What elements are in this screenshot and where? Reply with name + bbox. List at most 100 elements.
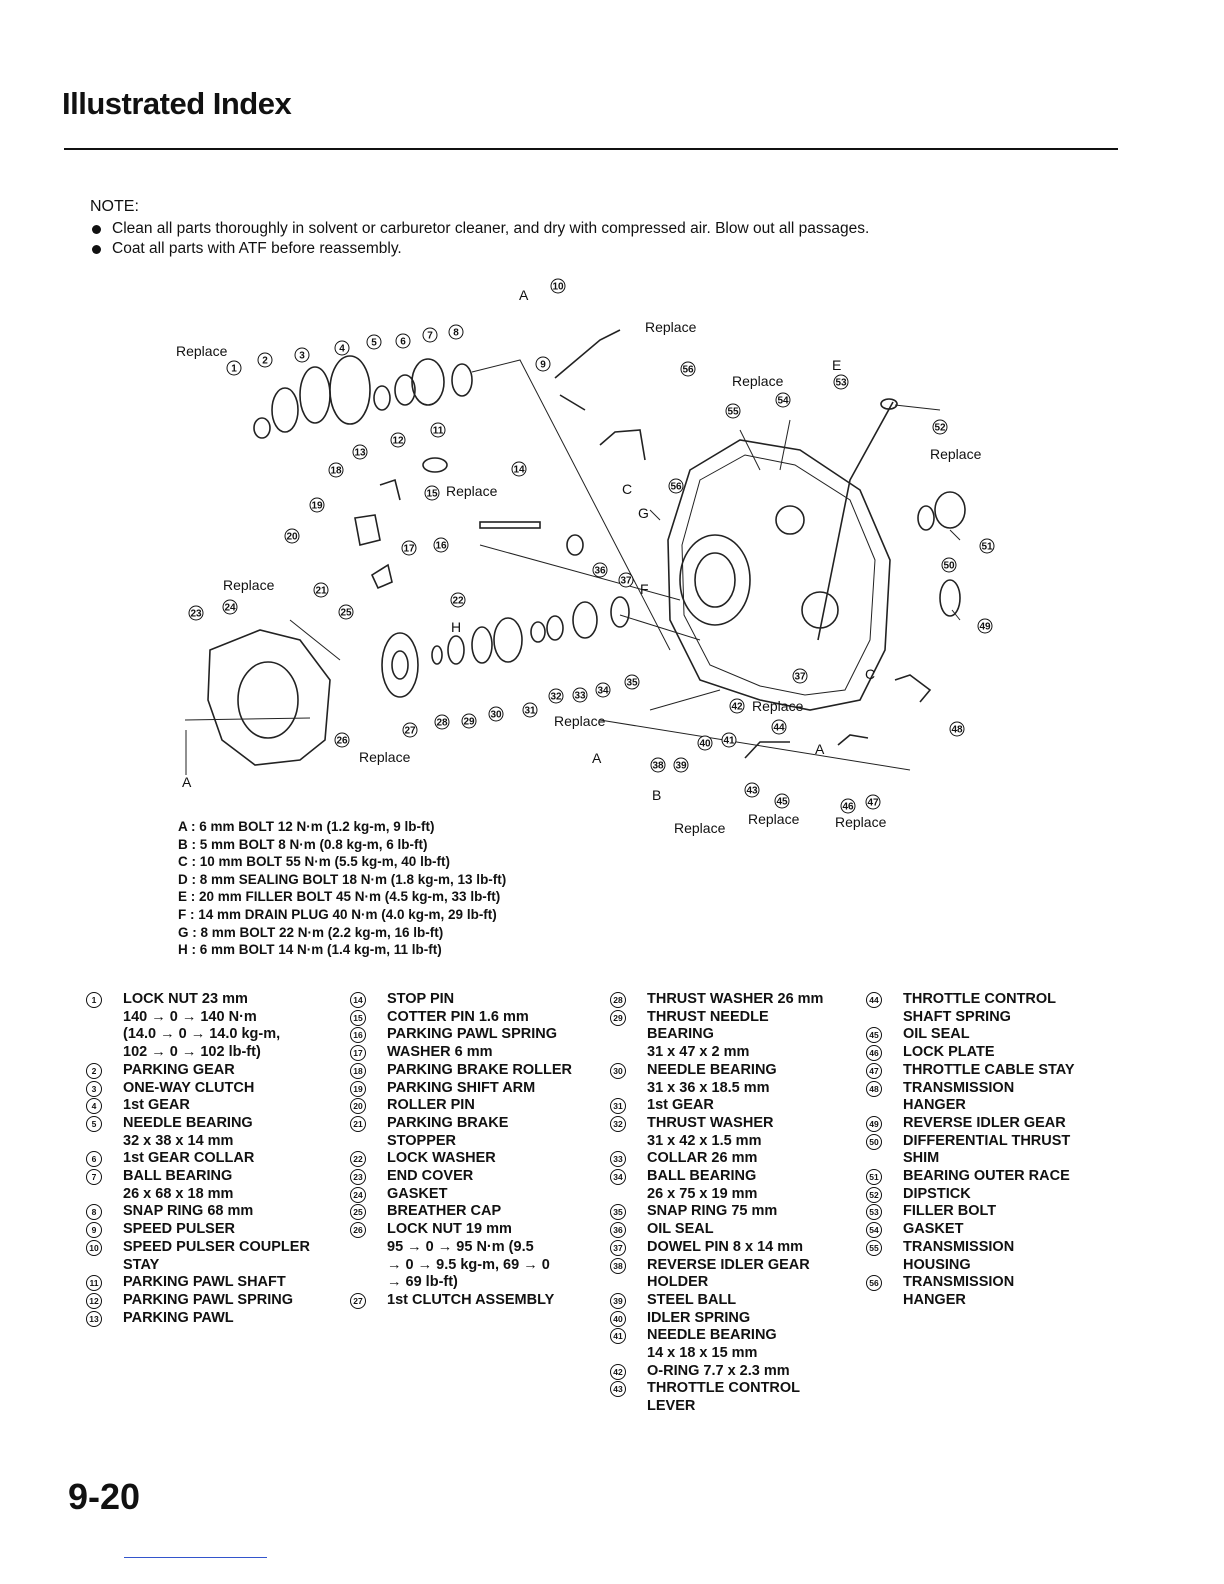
callout-number: 33 — [574, 691, 586, 702]
part-number-badge: 10 — [86, 1239, 102, 1256]
part-number-badge: 48 — [866, 1080, 882, 1097]
part-number-badge: 31 — [610, 1098, 626, 1115]
part-number-badge: 3 — [86, 1080, 102, 1097]
part-number-badge: 20 — [350, 1098, 366, 1115]
part-number-badge: 41 — [610, 1328, 626, 1345]
part-number-badge: 37 — [610, 1239, 626, 1256]
part-number-badge: 4 — [86, 1098, 102, 1115]
part-number-badge: 53 — [866, 1204, 882, 1221]
part-description: THROTTLE CABLE STAY — [903, 1061, 1075, 1078]
part-description: FILLER BOLT — [903, 1203, 997, 1220]
part-number-badge: 1 — [86, 992, 102, 1008]
callout-circle — [774, 793, 790, 809]
callout-number: 52 — [934, 423, 946, 434]
callout-number: 35 — [626, 678, 638, 689]
callout-number: 36 — [594, 566, 606, 577]
footer-rule — [124, 1557, 267, 1558]
callout-circle — [977, 618, 993, 634]
part-description: THROTTLE CONTROL LEVER — [647, 1380, 801, 1415]
part-description: BALL BEARING 26 x 68 x 18 mm — [123, 1168, 234, 1202]
part-description: PARKING PAWL — [123, 1309, 234, 1326]
part-description: GASKET — [903, 1221, 964, 1238]
callout-number: 31 — [524, 706, 536, 717]
callout-circle — [668, 478, 684, 494]
letter-label: A — [519, 287, 529, 303]
callout-circle — [833, 374, 849, 390]
bolt-spec: E : 20 mm FILLER BOLT 45 N·m (4.5 kg-m, … — [178, 889, 501, 905]
callout-number: 6 — [400, 337, 406, 348]
callout-circle — [624, 674, 640, 690]
callout-number: 42 — [731, 702, 743, 713]
part-number-badge: 38 — [610, 1257, 626, 1274]
part-description: 1st CLUTCH ASSEMBLY — [387, 1291, 555, 1308]
part-description: PARKING BRAKE STOPPER — [387, 1114, 509, 1149]
callout-circle — [328, 462, 344, 478]
title-divider — [64, 148, 1118, 150]
part-description: NEEDLE BEARING 14 x 18 x 15 mm — [647, 1327, 777, 1362]
part-description: NEEDLE BEARING 32 x 38 x 14 mm — [123, 1114, 253, 1149]
part-description: BEARING OUTER RACE — [903, 1168, 1070, 1185]
callout-number: 26 — [336, 736, 348, 747]
callout-circle — [488, 706, 504, 722]
callout-number: 14 — [513, 465, 525, 476]
page-number: 9-20 — [68, 1476, 141, 1517]
callout-number: 34 — [597, 686, 609, 697]
part-description: TRANSMISSION HANGER — [903, 1274, 1015, 1308]
bolt-spec: A : 6 mm BOLT 12 N·m (1.2 kg-m, 9 lb-ft) — [178, 819, 435, 834]
callout-number: 3 — [299, 351, 305, 362]
part-description: PARKING SHIFT ARM — [387, 1079, 536, 1096]
letter-label: C — [865, 666, 875, 682]
callout-circle — [721, 732, 737, 748]
bolt-spec: B : 5 mm BOLT 8 N·m (0.8 kg-m, 6 lb-ft) — [178, 836, 428, 852]
callout-number: 43 — [746, 786, 758, 797]
part-number-badge: 21 — [350, 1115, 366, 1132]
callout-circle — [222, 599, 238, 615]
part-number-badge: 2 — [86, 1062, 102, 1079]
callout-circle — [522, 702, 538, 718]
callout-circle — [334, 732, 350, 748]
bolt-spec: G : 8 mm BOLT 22 N·m (2.2 kg-m, 16 lb-ft… — [178, 924, 444, 940]
part-description: STOP PIN — [387, 991, 455, 1007]
bolt-spec: D : 8 mm SEALING BOLT 18 N·m (1.8 kg-m, … — [178, 871, 507, 887]
callout-circle — [422, 327, 438, 343]
page-title: Illustrated Index — [62, 86, 292, 121]
callout-number: 5 — [371, 338, 377, 349]
part-description: WASHER 6 mm — [387, 1044, 493, 1061]
replace-label: Replace — [674, 820, 726, 836]
part-number-badge: 6 — [86, 1151, 102, 1168]
part-number-badge: 14 — [350, 992, 366, 1008]
part-number-badge: 32 — [610, 1115, 626, 1132]
part-number-badge: 23 — [350, 1169, 366, 1186]
part-description: LOCK WASHER — [387, 1150, 496, 1167]
part-description: REVERSE IDLER GEAR — [903, 1114, 1066, 1131]
part-description: 1st GEAR — [647, 1097, 714, 1114]
part-description: THRUST NEEDLE BEARING 31 x 47 x 2 mm — [647, 1008, 769, 1061]
callout-circle — [840, 798, 856, 814]
callout-number: 8 — [453, 328, 459, 339]
part-number-badge: 36 — [610, 1222, 626, 1239]
replace-label: Replace — [748, 811, 800, 827]
note-item: Coat all parts with ATF before reassembl… — [90, 239, 869, 259]
part-description: REVERSE IDLER GEAR HOLDER — [647, 1256, 810, 1291]
callout-circle — [430, 422, 446, 438]
bolt-spec: F : 14 mm DRAIN PLUG 40 N·m (4.0 kg-m, 2… — [178, 906, 497, 922]
part-description: GASKET — [387, 1185, 448, 1202]
part-number-badge: 5 — [86, 1115, 102, 1132]
callout-circle — [744, 782, 760, 798]
callout-circle — [729, 698, 745, 714]
bolt-spec: H : 6 mm BOLT 14 N·m (1.4 kg-m, 11 lb-ft… — [178, 942, 442, 958]
